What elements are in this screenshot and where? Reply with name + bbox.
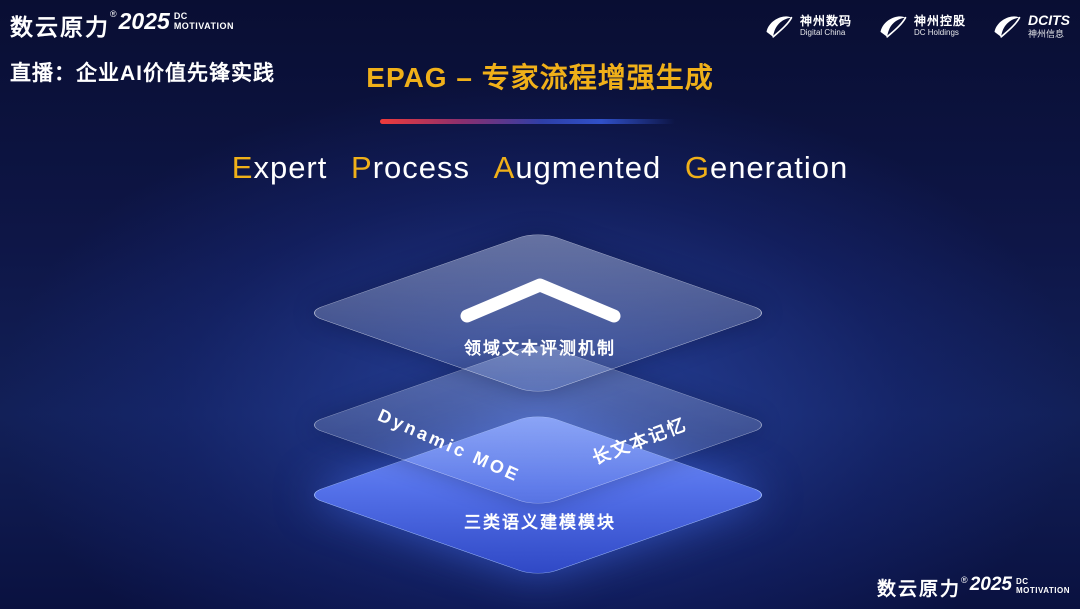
subtitle-word: Expert <box>231 150 328 185</box>
subtitle-word: Generation <box>684 150 849 185</box>
partner-name-cn: 神州信息 <box>1028 29 1065 39</box>
partner-logos: 神州数码 Digital China 神州控股 DC Holdings DCIT… <box>764 11 1070 41</box>
chevron-up-icon <box>453 274 628 329</box>
page-title: EPAG – 专家流程增强生成 <box>366 62 714 93</box>
brand-year: 2025 <box>118 8 170 34</box>
partner-name-cn: 神州控股 <box>913 14 966 28</box>
top-layer-label: 领域文本评测机制 <box>464 339 616 358</box>
partner-name-en: DCITS <box>1028 12 1070 29</box>
gradient-divider <box>380 119 675 124</box>
brand-subtext: DC MOTIVATION <box>173 11 234 32</box>
subtitle-word: Process <box>351 150 470 185</box>
partner-name-en: DC Holdings <box>913 28 959 38</box>
swoosh-logo-icon <box>764 11 794 41</box>
partner-logo-digital-china: 神州数码 Digital China <box>764 11 852 41</box>
brand-logo: 数云原力 ® 2025 DC MOTIVATION <box>10 8 234 42</box>
swoosh-logo-icon <box>992 11 1022 41</box>
brand-subtext: DC MOTIVATION <box>1015 577 1070 596</box>
partner-logo-dc-holdings: 神州控股 DC Holdings <box>878 11 966 41</box>
bottom-layer-label: 三类语义建模模块 <box>464 513 616 532</box>
partner-name-en: Digital China <box>799 28 846 38</box>
footer-brand-logo: 数云原力 ® 2025 DC MOTIVATION <box>877 574 1070 601</box>
registered-mark: ® <box>110 9 117 19</box>
partner-name-cn: 神州数码 <box>799 14 852 28</box>
brand-year: 2025 <box>969 574 1012 595</box>
brand-name: 数云原力 <box>877 579 962 600</box>
subtitle-word: Augmented <box>493 150 662 185</box>
registered-mark: ® <box>961 575 968 585</box>
swoosh-logo-icon <box>878 11 908 41</box>
brand-name: 数云原力 <box>10 14 110 40</box>
live-label: 直播：企业AI价值先锋实践 <box>10 62 275 85</box>
subtitle-english: Expert Process Augmented Generation <box>0 150 1080 186</box>
partner-logo-dcits: DCITS 神州信息 <box>992 11 1070 41</box>
